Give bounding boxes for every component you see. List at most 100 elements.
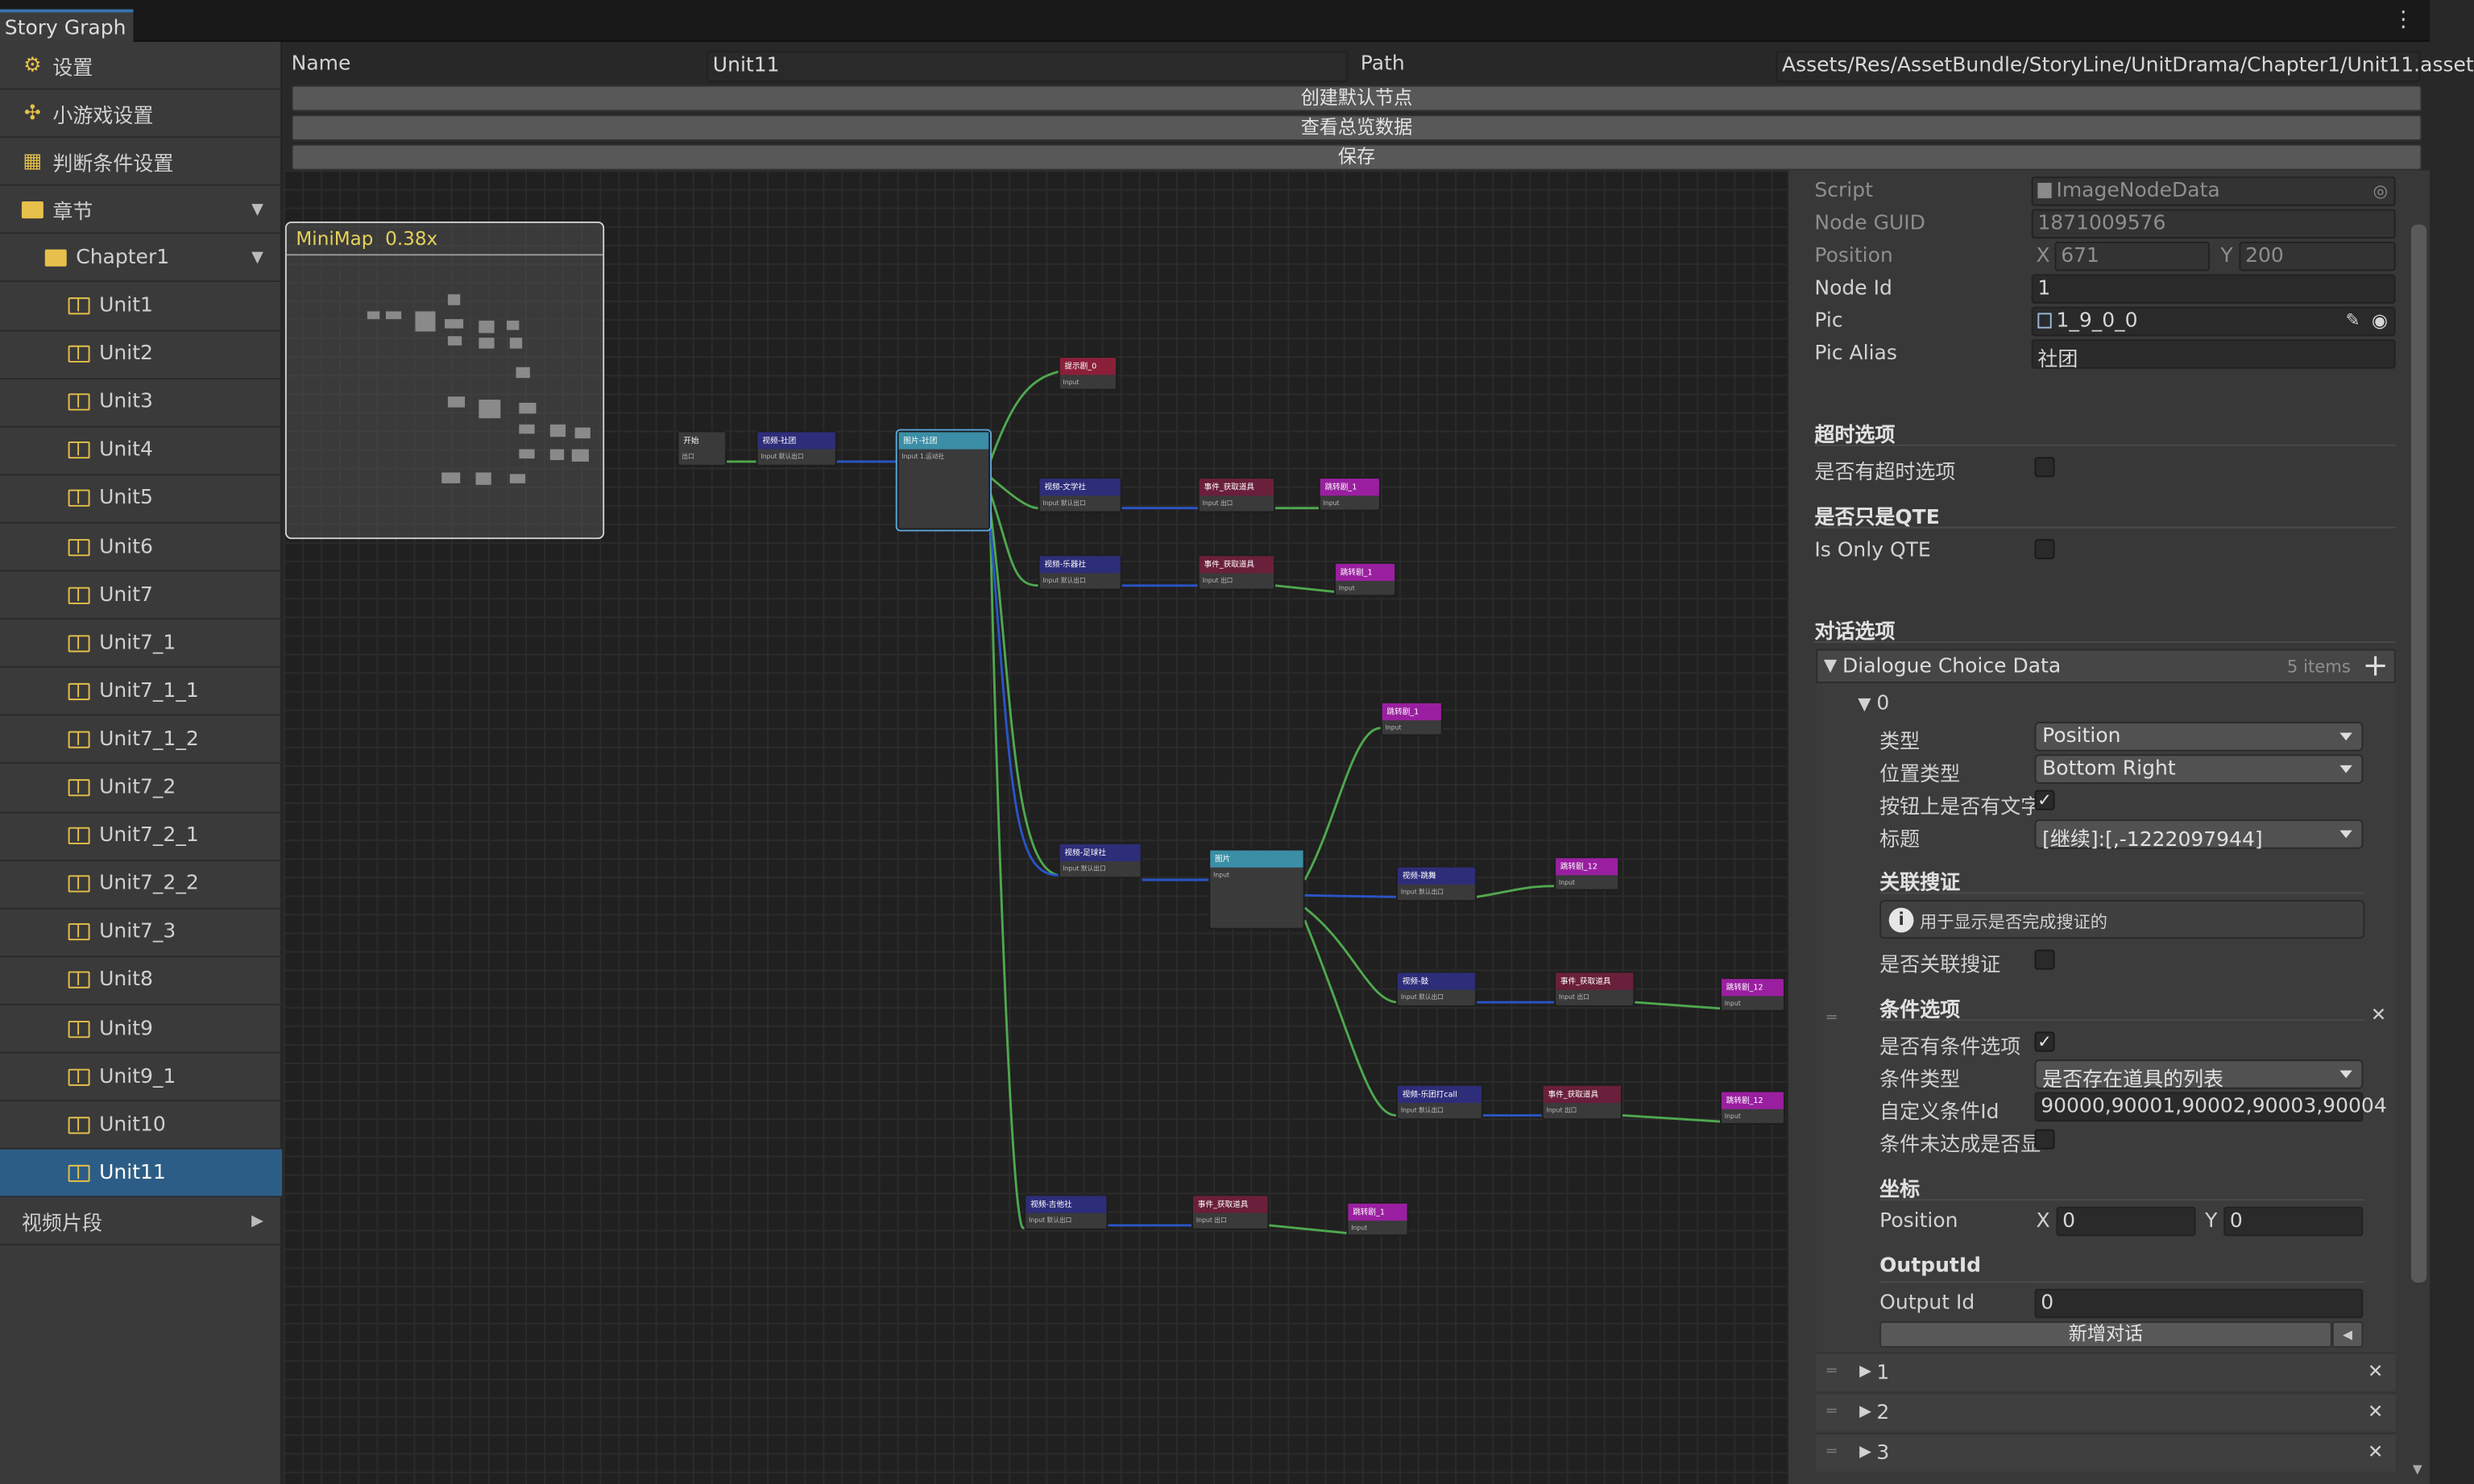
drag-handle-icon[interactable]: ═ — [1826, 1444, 1837, 1461]
sidebar-item-unit7-1[interactable]: Unit7_1 — [0, 620, 283, 669]
sidebar-item-unit7-2[interactable]: Unit7_2 — [0, 765, 283, 813]
cond-type-dropdown[interactable]: 是否存在道具的列表 — [2034, 1059, 2364, 1092]
pencil-icon[interactable]: ✎ — [2345, 309, 2360, 330]
close-icon[interactable]: ✕ — [2367, 1400, 2384, 1423]
sidebar-item-unit7-2-2[interactable]: Unit7_2_2 — [0, 860, 283, 910]
node-id-field[interactable]: 1 — [2031, 274, 2396, 304]
sidebar-item--[interactable]: ✣小游戏设置 — [0, 90, 283, 139]
more-options-icon[interactable]: ⋮ — [2392, 7, 2414, 33]
sidebar-item-unit2[interactable]: Unit2 — [0, 331, 283, 379]
scroll-down-icon[interactable]: ▼ — [2412, 1462, 2422, 1477]
expand-arrow-icon[interactable]: ▶ — [1859, 1444, 1871, 1461]
sidebar-item--[interactable]: ▦判断条件设置 — [0, 138, 283, 187]
btn-text-checkbox[interactable]: ✓ — [2034, 790, 2055, 810]
sidebar-item-unit10[interactable]: Unit10 — [0, 1101, 283, 1150]
inspector-scrollbar[interactable] — [2410, 224, 2427, 1283]
sidebar-item-unit9-1[interactable]: Unit9_1 — [0, 1054, 283, 1102]
expand-arrow-icon[interactable]: ▶ — [1859, 1363, 1871, 1381]
sidebar-item-unit7-1-2[interactable]: Unit7_1_2 — [0, 716, 283, 765]
close-icon[interactable]: ✕ — [2367, 1360, 2384, 1382]
save-button[interactable]: 保存 — [291, 143, 2422, 171]
pos-type-dropdown[interactable]: Bottom Right — [2034, 754, 2364, 784]
dialog-item-collapsed[interactable]: ═▶1✕ — [1816, 1352, 2396, 1391]
minimap[interactable]: MiniMap 0.38x — [284, 221, 605, 540]
cond-unmet-checkbox[interactable] — [2034, 1129, 2055, 1150]
drag-handle-icon[interactable]: ═ — [1826, 1009, 1837, 1027]
view-overview-button[interactable]: 查看总览数据 — [291, 114, 2422, 141]
sidebar-item-unit7-1-1[interactable]: Unit7_1_1 — [0, 668, 283, 716]
timeout-checkbox[interactable] — [2034, 457, 2055, 478]
sidebar-item-unit1[interactable]: Unit1 — [0, 283, 283, 331]
target-icon[interactable]: ◉ — [2371, 309, 2389, 332]
graph-node[interactable]: 开始出口 — [677, 430, 727, 466]
sidebar-item-unit6[interactable]: Unit6 — [0, 524, 283, 572]
qte-checkbox[interactable] — [2034, 539, 2055, 560]
chevron-down-icon[interactable]: ▼ — [251, 201, 263, 218]
sidebar-item-unit9[interactable]: Unit9 — [0, 1005, 283, 1054]
sidebar-item--[interactable]: ⚙设置 — [0, 42, 283, 90]
dialog-item-collapsed[interactable]: ═▶3✕ — [1816, 1432, 2396, 1472]
sidebar-item-unit3[interactable]: Unit3 — [0, 379, 283, 428]
sidebar-item-unit5[interactable]: Unit5 — [0, 475, 283, 524]
coord-y-field[interactable]: 0 — [2223, 1206, 2364, 1237]
coord-x-field[interactable]: 0 — [2056, 1206, 2196, 1237]
dialog-list-header[interactable]: ▼ Dialogue Choice Data 5 items + — [1816, 645, 2396, 683]
title-dropdown[interactable]: [继续]:[,-1222097944] — [2034, 819, 2364, 852]
close-icon[interactable]: ✕ — [2367, 1440, 2384, 1463]
window-tab[interactable]: Story Graph — [0, 9, 134, 42]
add-dialog-button[interactable]: 新增对话 — [1879, 1321, 2332, 1348]
create-default-node-button[interactable]: 创建默认节点 — [291, 85, 2422, 112]
expand-arrow-icon[interactable]: ▶ — [1859, 1403, 1871, 1421]
name-field[interactable]: Unit11 — [707, 51, 1349, 82]
target-icon[interactable]: ◎ — [2372, 180, 2389, 201]
sidebar-item-chapter1[interactable]: Chapter1▼ — [0, 234, 283, 283]
caret-left-icon[interactable]: ◀ — [2331, 1321, 2364, 1348]
sidebar-item-unit7-3[interactable]: Unit7_3 — [0, 909, 283, 957]
chevron-down-icon[interactable]: ▼ — [251, 249, 263, 267]
sidebar-item-unit11[interactable]: Unit11 — [0, 1150, 283, 1198]
add-item-icon[interactable]: + — [2362, 645, 2389, 683]
sidebar-item-unit8[interactable]: Unit8 — [0, 957, 283, 1005]
sidebar-item--[interactable]: 视频片段▶ — [0, 1198, 283, 1246]
sidebar-item--[interactable]: 章节▼ — [0, 186, 283, 234]
cond-has-checkbox[interactable]: ✓ — [2034, 1031, 2055, 1052]
chevron-right-icon[interactable]: ▶ — [251, 1212, 263, 1230]
pic-field[interactable]: 1_9_0_0 ✎ ◉ — [2031, 306, 2396, 337]
expand-arrow-icon[interactable]: ▼ — [1823, 655, 1838, 676]
sidebar-item-unit7[interactable]: Unit7 — [0, 572, 283, 620]
sidebar-item-unit7-2-1[interactable]: Unit7_2_1 — [0, 813, 283, 861]
type-dropdown[interactable]: Position — [2034, 722, 2364, 752]
path-field[interactable]: Assets/Res/AssetBundle/StoryLine/UnitDra… — [1776, 51, 2474, 82]
drag-handle-icon[interactable]: ═ — [1826, 1363, 1837, 1381]
close-icon[interactable]: ✕ — [2370, 1003, 2387, 1026]
drag-handle-icon[interactable]: ═ — [1826, 1403, 1837, 1421]
cond-id-field[interactable]: 90000,90001,90002,90003,90004 — [2034, 1092, 2387, 1122]
dialog-item-collapsed[interactable]: ═▶2✕ — [1816, 1392, 2396, 1432]
sidebar-item-unit4[interactable]: Unit4 — [0, 427, 283, 475]
output-field[interactable]: 0 — [2034, 1288, 2364, 1319]
pic-alias-field[interactable]: 社团 — [2031, 339, 2396, 371]
